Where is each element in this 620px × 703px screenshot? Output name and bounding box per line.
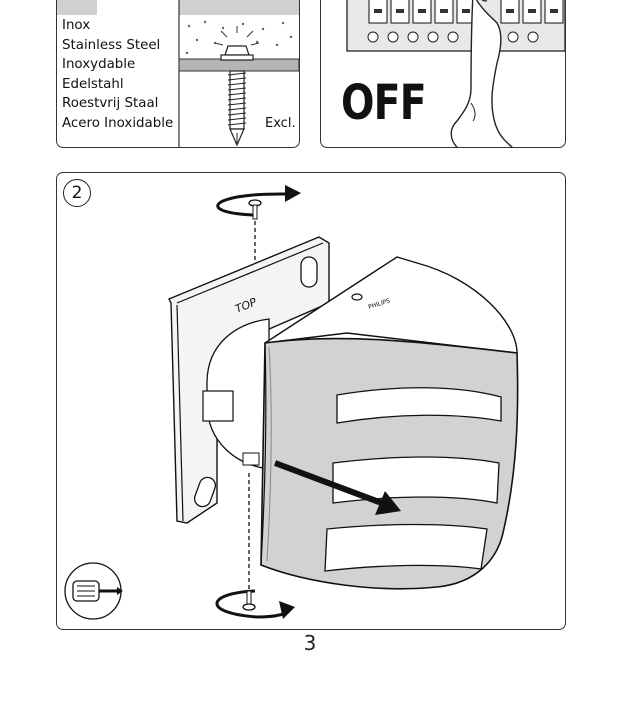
excluded-label: Excl. (265, 116, 296, 131)
page-number: 3 (303, 631, 317, 655)
wall-lamp-mounting-illustration: TOP PHILIPS (64, 185, 519, 620)
power-off-label: OFF (341, 75, 427, 131)
installation-step-panel: 2 TOP PHILIPS (56, 172, 566, 630)
stainless-steel-panel: Inox Stainless Steel Inoxydable Edelstah… (56, 0, 300, 148)
material-name: Edelstahl (62, 76, 124, 92)
material-name: Inoxydable (62, 57, 136, 72)
screwdriver-icon (64, 562, 123, 620)
screw-illustration (57, 0, 299, 147)
material-names-list: Inox Stainless Steel Inoxydable Edelstah… (62, 16, 173, 133)
step-number: 2 (63, 179, 91, 207)
material-name: Inox (62, 18, 91, 33)
material-name: Stainless Steel (62, 37, 161, 53)
fuse-box-illustration (346, 0, 565, 147)
power-off-panel: OFF (320, 0, 566, 148)
material-name: Acero Inoxidable (62, 115, 174, 131)
material-name: Roestvrij Staal (62, 96, 159, 111)
